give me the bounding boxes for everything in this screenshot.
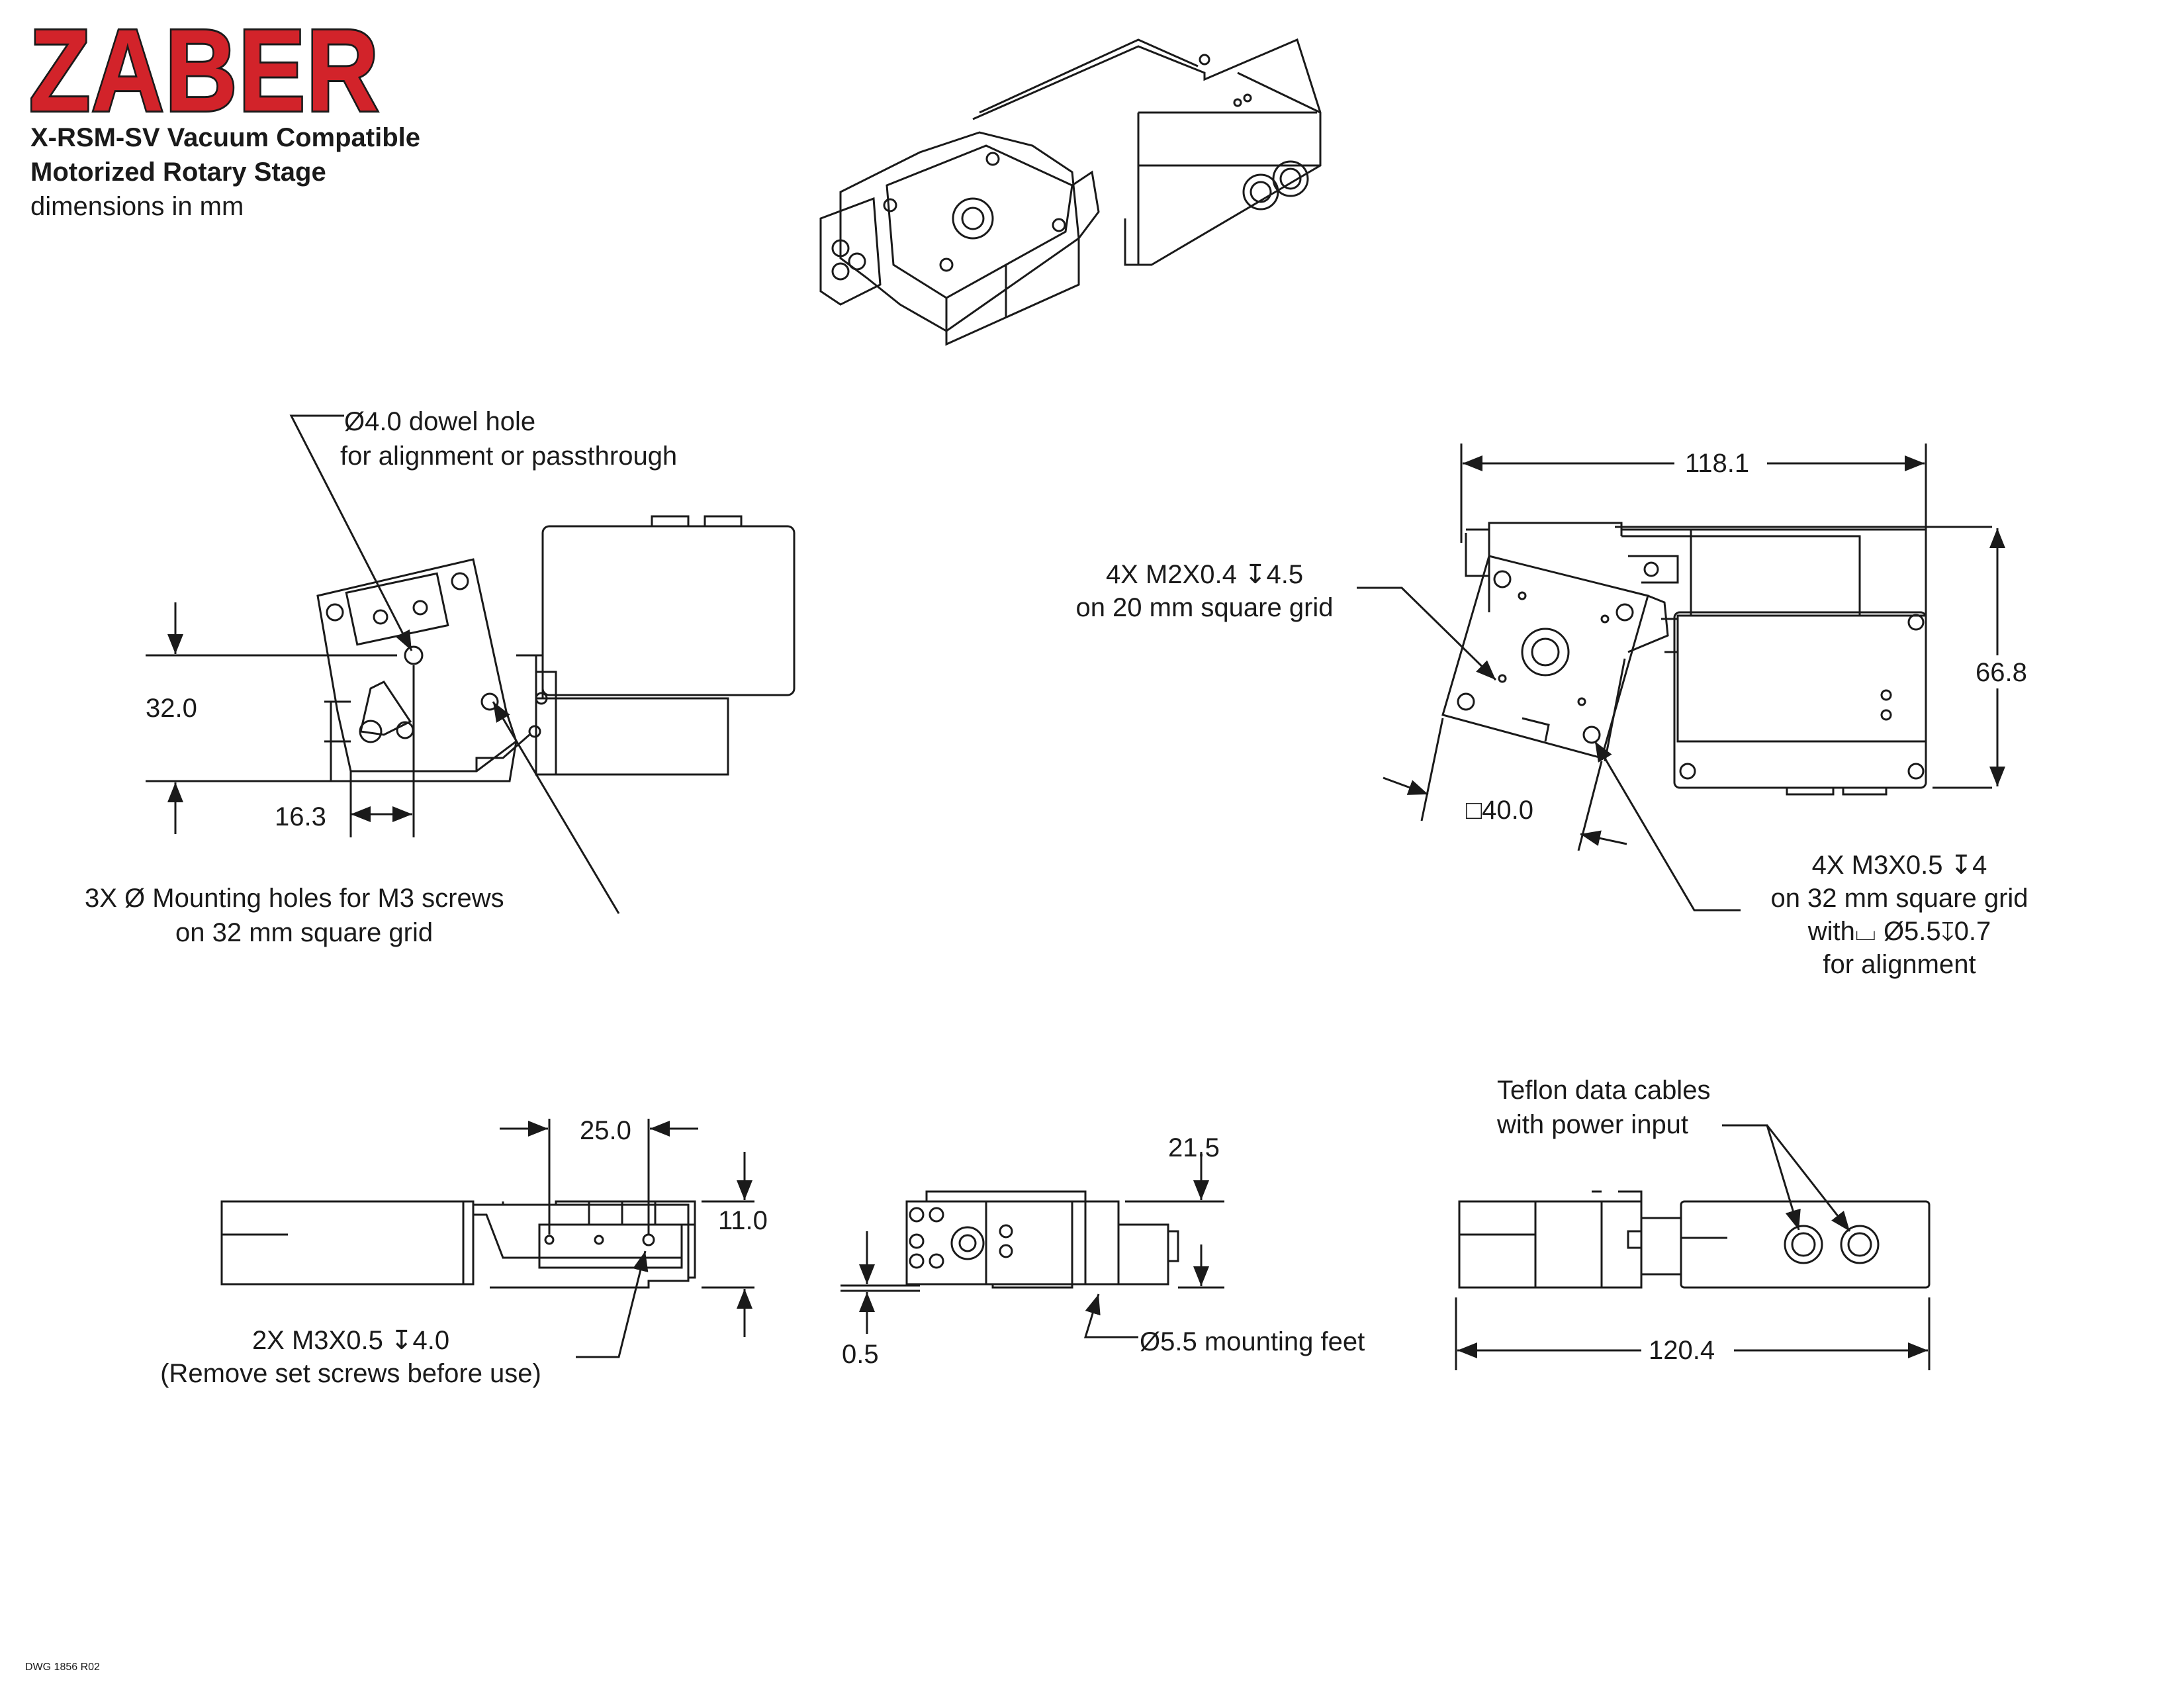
mounting-holes-note-line2: on 32 mm square grid	[175, 918, 433, 947]
mounting-feet-note: Ø5.5 mounting feet	[1140, 1327, 1365, 1356]
m3-holes-note-line2: on 32 mm square grid	[1770, 884, 2028, 913]
dim-offset-16-3: 16.3	[275, 802, 326, 831]
dim-spacing-25: 25.0	[580, 1116, 631, 1145]
mounting-holes-note-line1: 3X Ø Mounting holes for M3 screws	[85, 884, 504, 913]
m3-holes-note-line1: 4X M3X0.5 ↧4	[1811, 851, 1987, 880]
bottom-middle-view	[841, 1152, 1224, 1338]
top-left-view	[146, 414, 796, 914]
isometric-view	[819, 38, 1322, 346]
zaber-logo: ZABER	[27, 6, 380, 136]
cables-note-line2: with power input	[1497, 1110, 1689, 1139]
product-title-line2: Motorized Rotary Stage	[30, 158, 326, 187]
set-screws-note-line1: 2X M3X0.5 ↧4.0	[251, 1326, 450, 1355]
dim-height-32: 32.0	[146, 694, 197, 723]
m3-holes-note-line4: for alignment	[1823, 950, 1976, 979]
bottom-right-view	[1455, 1124, 1931, 1370]
cables-note-line1: Teflon data cables	[1497, 1076, 1711, 1105]
drawing-number: DWG 1856 R02	[25, 1662, 100, 1673]
dim-width-66-8: 66.8	[1976, 658, 2027, 687]
dim-length-120-4: 120.4	[1645, 1336, 1719, 1366]
m2-holes-note-line2: on 20 mm square grid	[1075, 593, 1334, 622]
product-title-line1: X-RSM-SV Vacuum Compatible	[30, 123, 420, 152]
top-right-view	[1357, 444, 2005, 912]
m2-holes-note-line1: 4X M2X0.4 ↧4.5	[1105, 560, 1304, 589]
dim-height-21-5: 21.5	[1168, 1133, 1220, 1162]
dim-square-40: □40.0	[1466, 796, 1534, 825]
bottom-left-view	[220, 1119, 754, 1358]
set-screws-note-line2: (Remove set screws before use)	[160, 1359, 541, 1388]
dim-length-118-1: 118.1	[1681, 449, 1754, 479]
dowel-hole-note-line2: for alignment or passthrough	[340, 442, 678, 471]
dim-height-11: 11.0	[718, 1206, 768, 1235]
dim-feet-0-5: 0.5	[842, 1340, 879, 1369]
m3-holes-note-line3: with⌴ Ø5.5↧0.7	[1807, 917, 1991, 946]
units-note: dimensions in mm	[30, 192, 244, 221]
dowel-hole-note-line1: Ø4.0 dowel hole	[344, 407, 536, 436]
